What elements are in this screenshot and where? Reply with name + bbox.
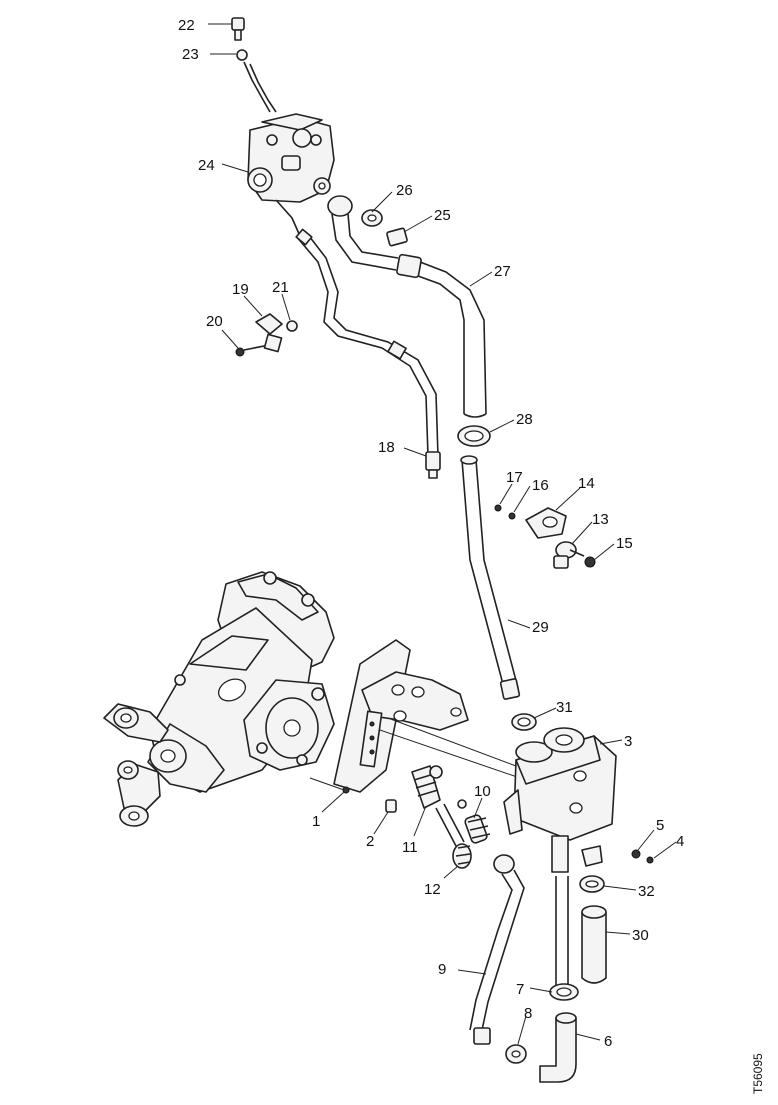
- label-3: 3: [624, 733, 632, 750]
- label-22: 22: [178, 17, 195, 34]
- hose-9: [469, 854, 527, 1064]
- label-14: 14: [578, 475, 595, 492]
- label-30: 30: [632, 927, 649, 944]
- parts-13-17: [494, 504, 596, 569]
- label-12: 12: [424, 881, 441, 898]
- label-31: 31: [556, 699, 573, 716]
- reference-code: T56095: [751, 1053, 765, 1094]
- clamp-28-hose-29: [457, 425, 521, 700]
- label-6: 6: [604, 1033, 612, 1050]
- label-10: 10: [474, 783, 491, 800]
- label-11: 11: [402, 839, 418, 856]
- label-13: 13: [592, 511, 609, 528]
- bracket-plate-1: [309, 639, 521, 794]
- label-19: 19: [232, 281, 249, 298]
- hose-18: [295, 228, 441, 479]
- label-15: 15: [616, 535, 633, 552]
- label-29: 29: [532, 619, 549, 636]
- label-20: 20: [206, 313, 223, 330]
- label-17: 17: [506, 469, 523, 486]
- parts-19-20-21: [235, 313, 298, 357]
- leader-lines: [208, 23, 677, 1045]
- label-16: 16: [532, 477, 549, 494]
- valve-assembly-24: [231, 17, 335, 237]
- hose-27: [327, 195, 487, 418]
- label-9: 9: [438, 961, 446, 978]
- label-28: 28: [516, 411, 533, 428]
- reservoir-3: [503, 713, 654, 1083]
- label-24: 24: [198, 157, 215, 174]
- label-7: 7: [516, 981, 524, 998]
- label-26: 26: [396, 182, 413, 199]
- label-4: 4: [676, 833, 684, 850]
- label-5: 5: [656, 817, 664, 834]
- label-21: 21: [272, 279, 289, 296]
- label-1: 1: [312, 813, 320, 830]
- label-8: 8: [524, 1005, 532, 1022]
- fittings-2-10-11-12: [385, 765, 491, 869]
- label-18: 18: [378, 439, 395, 456]
- part-labels: 22 23 24 26 25 27 19 21 20 28 18 17 16 1…: [178, 17, 684, 1050]
- label-32: 32: [638, 883, 655, 900]
- label-2: 2: [366, 833, 374, 850]
- steering-gear-body: [103, 571, 335, 827]
- label-23: 23: [182, 46, 199, 63]
- label-25: 25: [434, 207, 451, 224]
- label-27: 27: [494, 263, 511, 280]
